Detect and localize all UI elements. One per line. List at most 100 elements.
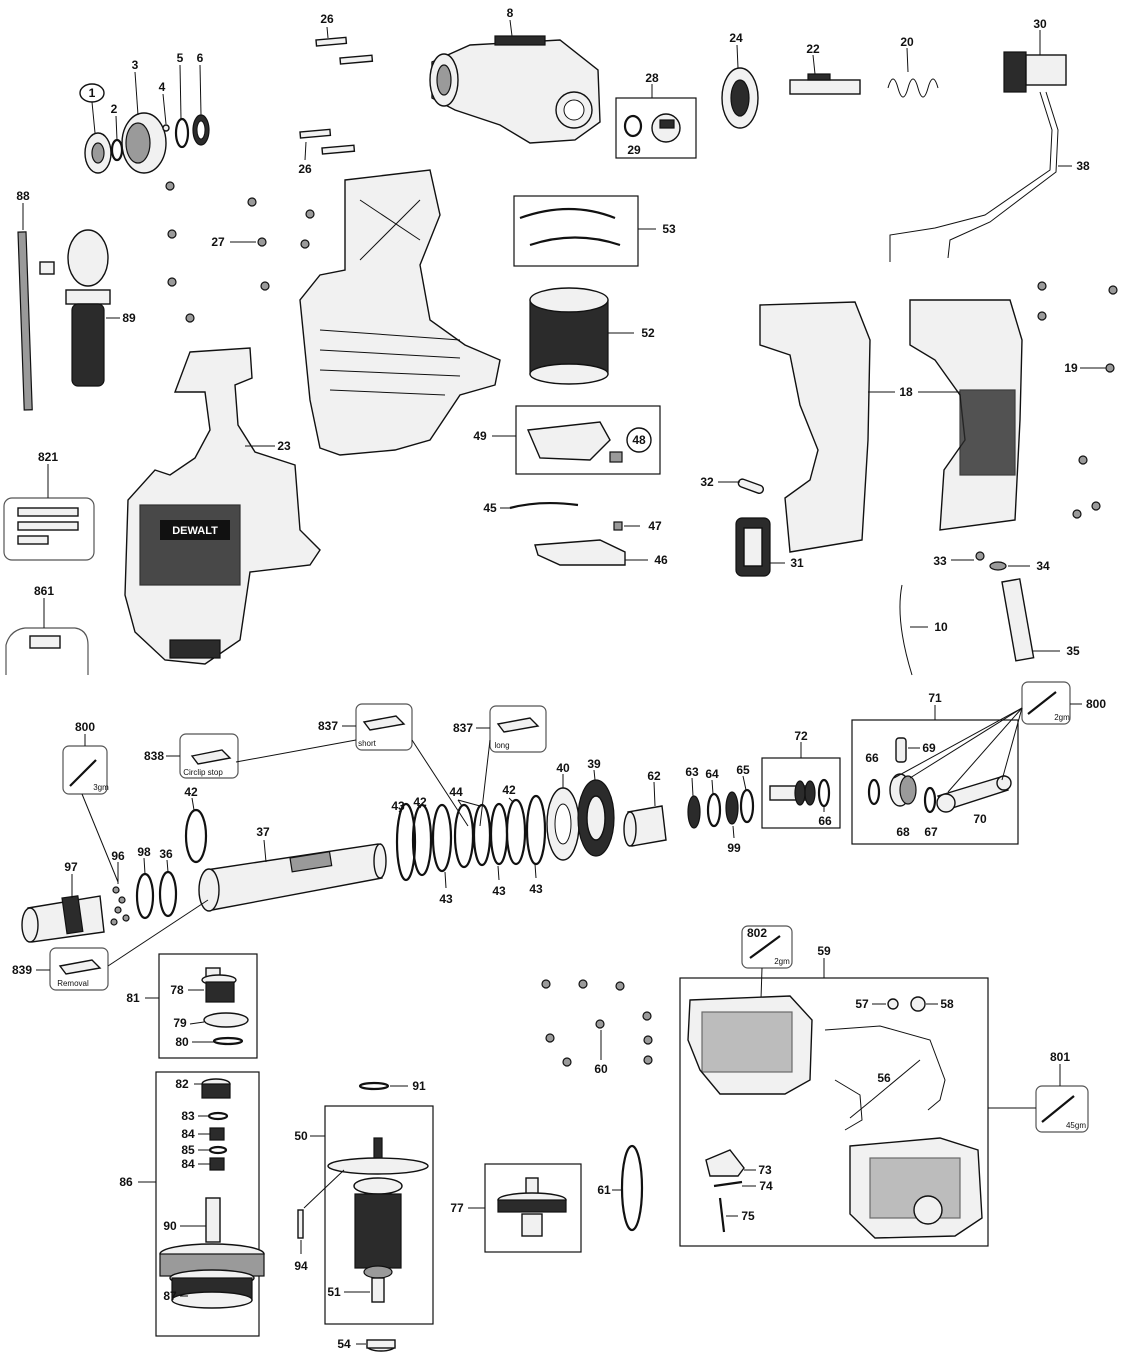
- part-77-gear-assembly[interactable]: 77: [450, 1163, 582, 1253]
- part-89-side-handle[interactable]: 89: [39, 229, 136, 387]
- part-861-carry-case[interactable]: 861: [5, 584, 89, 675]
- part-96-balls[interactable]: 96: [110, 849, 130, 926]
- label-71: 71: [928, 691, 942, 705]
- part-19-screws[interactable]: 19: [1037, 281, 1118, 519]
- part-18-rear-handle[interactable]: 18: [759, 299, 1023, 553]
- part-8-front-housing[interactable]: 8: [429, 6, 601, 144]
- label-24: 24: [729, 31, 743, 45]
- part-49-brush-plate[interactable]: 49 48: [473, 405, 661, 475]
- part-39-clutch-gear[interactable]: 39: [577, 757, 615, 857]
- part-801-grease[interactable]: 45gm 801: [988, 1050, 1089, 1133]
- part-837-long-tool[interactable]: long 837: [453, 705, 547, 827]
- caption-2gm-b: 2gm: [774, 957, 790, 966]
- part-802-grease[interactable]: 2gm 802: [741, 925, 793, 1031]
- label-81: 81: [126, 991, 140, 1005]
- label-54: 54: [337, 1337, 351, 1351]
- part-42-ring-left[interactable]: 42: [184, 785, 208, 864]
- part-71-crank-kit[interactable]: 71 66 69 68 67 70: [851, 691, 1019, 845]
- part-5-ring[interactable]: 5: [174, 51, 190, 149]
- label-801: 801: [1050, 1050, 1070, 1064]
- part-32-pin[interactable]: 32: [700, 475, 765, 494]
- label-3: 3: [132, 58, 139, 72]
- label-72: 72: [794, 729, 808, 743]
- part-59-gear-housing-kit[interactable]: 59 57 58 56 73 74 75: [679, 944, 989, 1247]
- part-61-large-oring[interactable]: 61: [597, 1144, 644, 1232]
- part-88-depth-rod[interactable]: 88: [16, 189, 33, 411]
- part-94-pin[interactable]: 94: [294, 1209, 308, 1273]
- part-97-tool-holder[interactable]: 97: [21, 860, 105, 943]
- caption-3gm: 3gm: [93, 783, 109, 792]
- part-37-spindle-tube[interactable]: 37: [198, 825, 387, 912]
- part-821-rating-label[interactable]: 821: [3, 450, 95, 561]
- part-43-42-44-ring-stack[interactable]: 43 42 44 42 43 43 43: [391, 783, 547, 906]
- part-86-intermediate-shaft-kit[interactable]: 86 82 83 84 85 84 90 87: [119, 1071, 265, 1337]
- part-98-ring[interactable]: 98: [135, 845, 155, 920]
- label-2: 2: [111, 102, 118, 116]
- part-800-grease-left[interactable]: 3gm 800: [62, 720, 119, 883]
- part-838-circlip-stop-tool[interactable]: Circlip stop 838: [144, 733, 239, 779]
- label-42-left: 42: [184, 785, 198, 799]
- part-837-short-tool[interactable]: short 837: [235, 703, 469, 827]
- label-43-c: 43: [492, 884, 506, 898]
- caption-long: long: [494, 741, 509, 750]
- part-31-cord-guard-cap[interactable]: 31: [735, 517, 804, 577]
- part-47-screw[interactable]: 47: [613, 519, 662, 533]
- part-50-armature-kit[interactable]: 50 51: [294, 1105, 434, 1325]
- label-64: 64: [705, 767, 719, 781]
- part-99-oring[interactable]: 99: [725, 791, 741, 855]
- label-26-bottom: 26: [298, 162, 312, 176]
- label-29: 29: [627, 143, 641, 157]
- label-20: 20: [900, 35, 914, 49]
- part-53-brush-holder-clips[interactable]: 53: [513, 195, 676, 267]
- part-839-removal-tool[interactable]: Removal 839: [12, 899, 209, 991]
- part-72-striker-kit[interactable]: 72 66: [761, 729, 841, 829]
- label-80: 80: [175, 1035, 189, 1049]
- part-54-bearing[interactable]: 54: [337, 1337, 396, 1352]
- part-2-washer[interactable]: 2: [111, 102, 124, 162]
- label-85: 85: [181, 1143, 195, 1157]
- part-3-chuck-sleeve[interactable]: 3: [121, 58, 167, 174]
- label-40: 40: [556, 761, 570, 775]
- part-45-clip[interactable]: 45: [483, 501, 579, 515]
- part-26-screws-upper[interactable]: 26: [315, 12, 374, 65]
- part-63-oring[interactable]: 63: [685, 765, 701, 829]
- label-43-d: 43: [529, 882, 543, 896]
- label-70: 70: [973, 812, 987, 826]
- part-40-bearing[interactable]: 40: [546, 761, 580, 861]
- part-10-power-cord[interactable]: 10: [899, 584, 948, 676]
- part-24-bearing-cup[interactable]: 24: [721, 31, 759, 129]
- part-20-spring[interactable]: 20: [887, 35, 939, 98]
- label-98: 98: [137, 845, 151, 859]
- part-1-nose-cap[interactable]: 1: [79, 83, 112, 174]
- part-6-spring[interactable]: 6: [192, 51, 210, 146]
- part-60-screws[interactable]: 60: [541, 979, 653, 1076]
- part-38-wire[interactable]: 38: [889, 91, 1090, 262]
- label-821: 821: [38, 450, 58, 464]
- part-62-piston[interactable]: 62: [623, 769, 667, 847]
- part-33-screw[interactable]: 33: [933, 551, 985, 568]
- part-64-washer[interactable]: 64: [705, 767, 722, 828]
- label-43-b: 43: [439, 892, 453, 906]
- part-52-field-stator[interactable]: 52: [529, 287, 655, 385]
- label-60: 60: [594, 1062, 608, 1076]
- part-4-ball[interactable]: 4: [159, 80, 170, 132]
- part-91-ring[interactable]: 91: [358, 1079, 426, 1093]
- label-65: 65: [736, 763, 750, 777]
- part-30-switch[interactable]: 30: [1003, 17, 1067, 93]
- part-22-switch-rod[interactable]: 22: [789, 42, 861, 95]
- part-gear-case-frame[interactable]: [299, 169, 501, 456]
- label-10: 10: [934, 620, 948, 634]
- part-23-housing-left[interactable]: DEWALT 23: [124, 347, 321, 665]
- part-36-ring[interactable]: 36: [158, 847, 178, 918]
- part-800-grease-right[interactable]: 2gm 800: [893, 681, 1106, 793]
- part-34-clamp[interactable]: 34: [989, 559, 1050, 573]
- part-28-selector-kit[interactable]: 28 29: [615, 71, 697, 159]
- part-65-ring[interactable]: 65: [736, 763, 755, 824]
- part-35-cord-protector[interactable]: 35: [1001, 578, 1080, 662]
- part-46-brush-cover[interactable]: 46: [534, 539, 668, 567]
- part-81-gear-kit[interactable]: 81 78 79 80: [126, 953, 258, 1059]
- part-27-screws[interactable]: 27: [165, 181, 315, 323]
- label-58: 58: [940, 997, 954, 1011]
- part-26-screws-lower[interactable]: 26: [298, 128, 356, 176]
- caption-2gm-a: 2gm: [1054, 713, 1070, 722]
